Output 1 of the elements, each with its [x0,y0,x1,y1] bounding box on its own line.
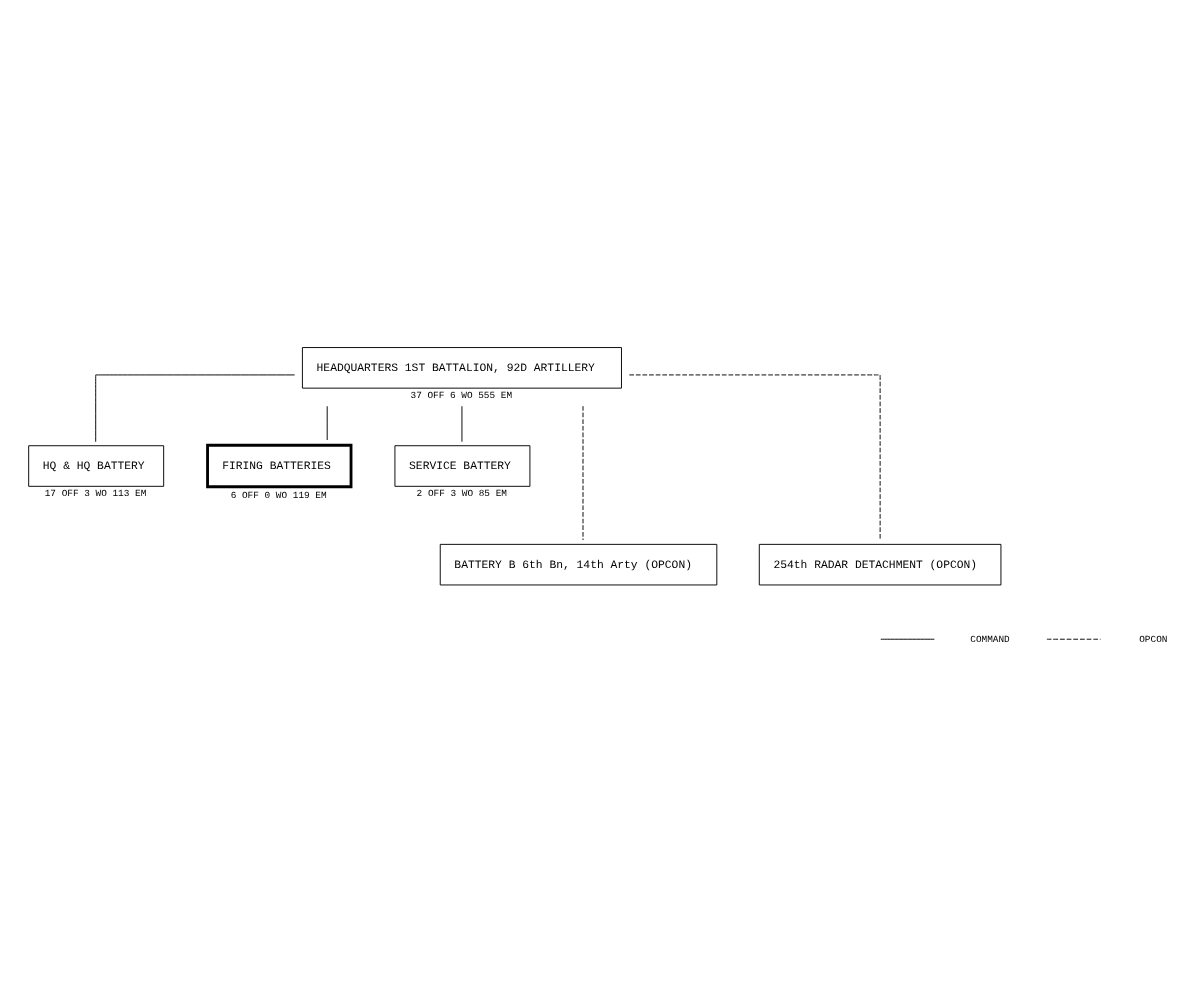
connector [95,374,296,443]
